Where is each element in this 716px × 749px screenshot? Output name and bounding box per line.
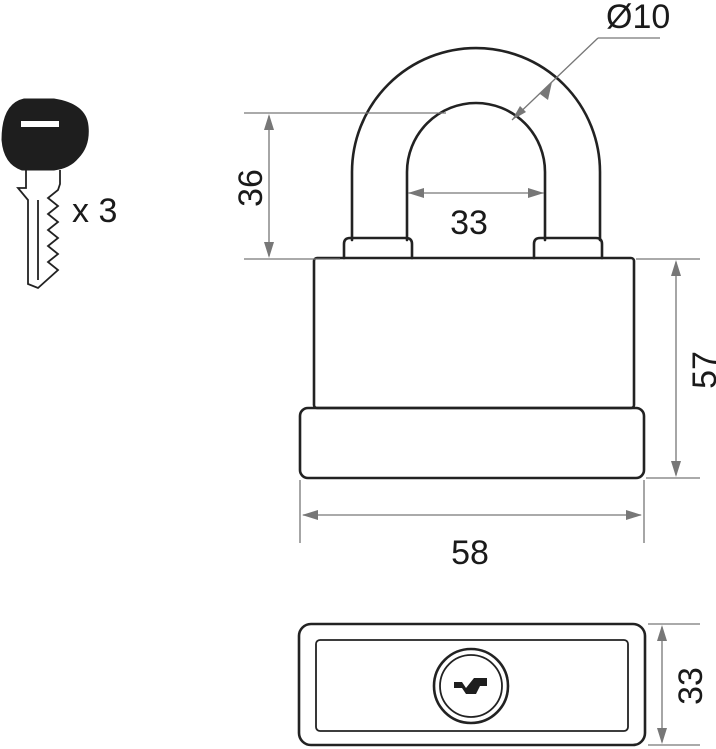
label-body-depth: 33 [672,667,710,705]
lock-base [298,406,646,480]
shackle-collar-left [342,236,414,260]
label-shackle-diameter: Ø10 [606,0,670,36]
dimension-shackle-diameter [511,37,660,121]
shackle [350,46,602,242]
label-body-height: 57 [686,351,716,389]
key-icon [1,98,89,290]
shackle-collar-right [532,236,604,260]
dimension-shackle-height [244,112,446,260]
dimension-body-depth [648,623,700,746]
dimension-body-height [636,258,700,479]
key-quantity-label: x 3 [72,192,117,230]
label-body-width: 58 [451,534,489,572]
dimension-shackle-inner-width [408,188,544,198]
keyhole-icon [432,647,510,725]
label-shackle-height: 36 [232,169,270,207]
lock-bottom-outer [297,622,647,747]
lock-bottom-inner [315,639,629,732]
lock-body [312,256,636,410]
dimension-body-width [299,480,645,543]
label-shackle-inner-width: 33 [450,204,488,242]
